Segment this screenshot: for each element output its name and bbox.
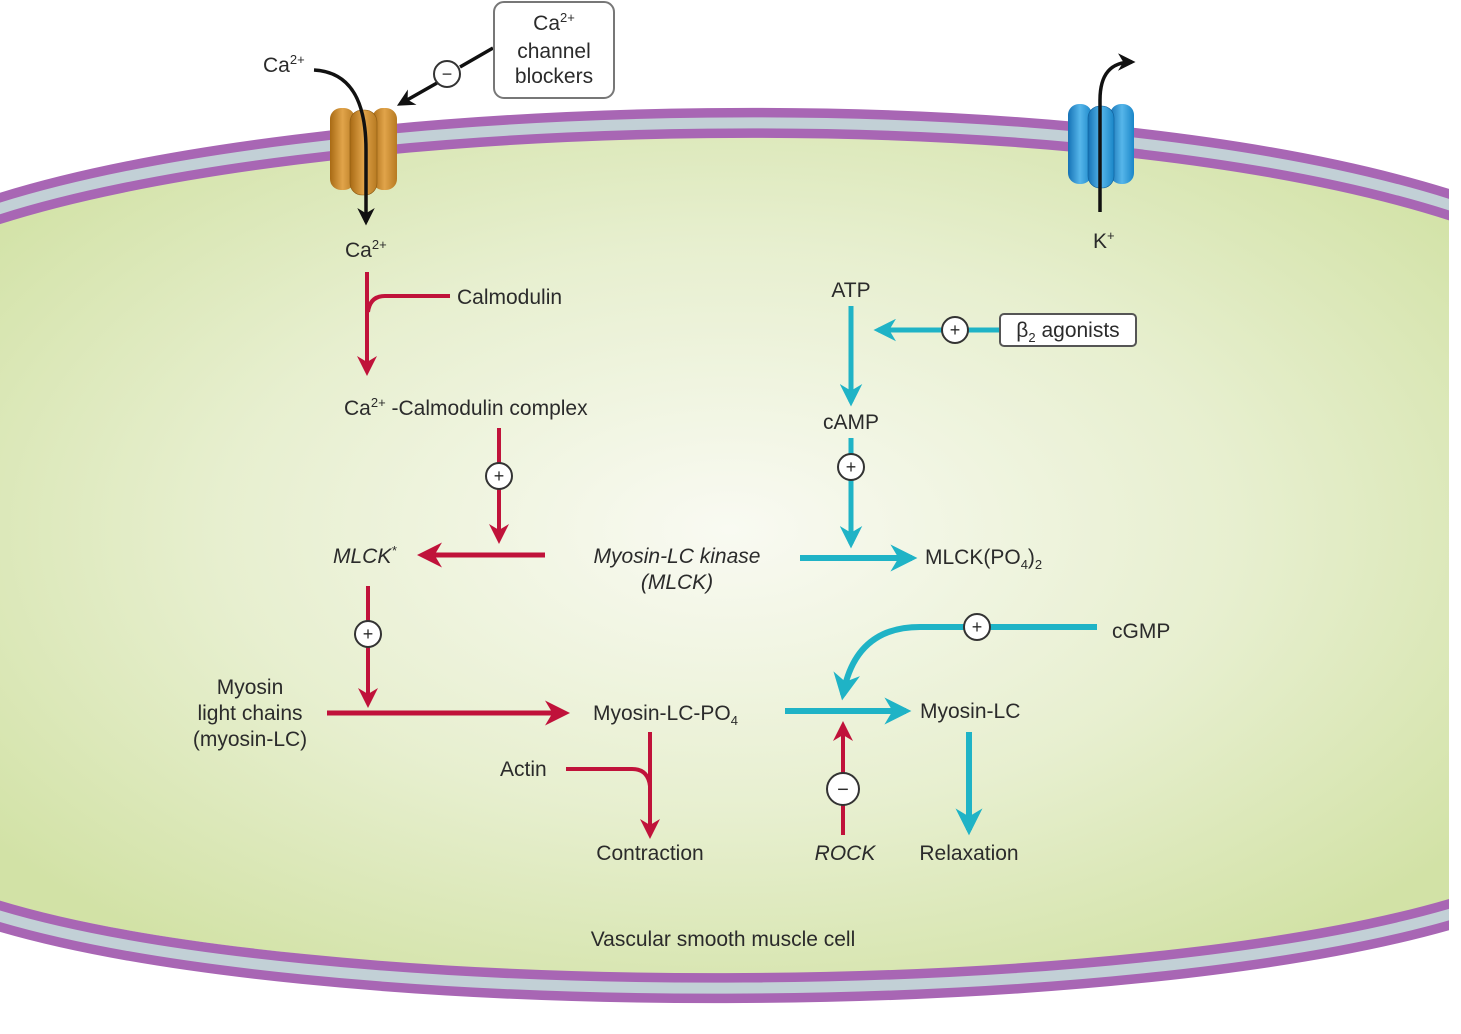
blocker-label-line2: channel — [517, 40, 591, 63]
mlck-po4-label: MLCK(PO4)2 — [925, 546, 1042, 572]
b2-agonists-label: β2 agonists — [1016, 319, 1119, 345]
atp-label: ATP — [831, 279, 870, 302]
k-label: K+ — [1093, 228, 1115, 253]
inhibit-badge-rock: − — [826, 772, 860, 806]
svg-text:−: − — [837, 779, 849, 801]
inhibit-badge-blocker: − — [433, 60, 461, 88]
cgmp-label: cGMP — [1112, 620, 1170, 643]
camp-label: cAMP — [823, 411, 879, 434]
cell-title: Vascular smooth muscle cell — [591, 928, 856, 951]
ca-intracellular-label: Ca2+ — [345, 237, 387, 262]
cell-membrane-bottom — [0, 898, 1449, 1004]
svg-text:+: + — [950, 320, 961, 340]
ca-extracellular-label: Ca2+ — [263, 52, 305, 77]
svg-text:+: + — [972, 617, 983, 637]
activate-badge-mlck: + — [354, 620, 382, 648]
cgmp-activation-arrow — [833, 624, 1097, 701]
ca-influx-arrow — [313, 68, 375, 226]
blocker-label-line1: Ca2+ — [533, 10, 575, 35]
relaxation-label: Relaxation — [919, 842, 1018, 865]
actin-label: Actin — [500, 758, 547, 781]
svg-text:+: + — [846, 457, 857, 477]
cell-membrane-top — [0, 107, 1449, 225]
b2-agonists-box — [999, 313, 1137, 347]
myosin-lc-chains-line2: light chains — [197, 702, 302, 725]
actin-join-line — [566, 767, 652, 787]
activate-badge-b2: + — [941, 316, 969, 344]
mlck-label-line2: (MLCK) — [641, 571, 713, 594]
blocker-label-line3: blockers — [515, 65, 593, 88]
calmodulin-label: Calmodulin — [457, 286, 562, 309]
ca-channel-blockers-box — [493, 1, 615, 99]
myosin-lc-chains-line1: Myosin — [217, 676, 284, 699]
activate-badge-camp: + — [837, 453, 865, 481]
mlck-label-line1: Myosin-LC kinase — [594, 545, 761, 568]
calcium-channel-icon — [330, 108, 397, 196]
contraction-label: Contraction — [596, 842, 703, 865]
myosin-lc-chains-line3: (myosin-LC) — [193, 728, 307, 751]
k-efflux-arrow — [1098, 53, 1136, 212]
activate-badge-complex: + — [485, 462, 513, 490]
svg-text:−: − — [442, 64, 453, 84]
blocker-inhibition-arrow — [400, 46, 494, 104]
svg-text:+: + — [494, 466, 505, 486]
calmodulin-join-line — [366, 294, 450, 313]
ca-calmodulin-complex-label: Ca2+ -Calmodulin complex — [344, 395, 588, 420]
mlck-active-label: MLCK* — [333, 543, 397, 568]
myosin-lc-po4-label: Myosin-LC-PO4 — [593, 702, 738, 728]
rock-label: ROCK — [815, 842, 877, 865]
myosin-lc-label: Myosin-LC — [920, 700, 1020, 723]
svg-text:+: + — [363, 624, 374, 644]
activate-badge-cgmp: + — [963, 613, 991, 641]
